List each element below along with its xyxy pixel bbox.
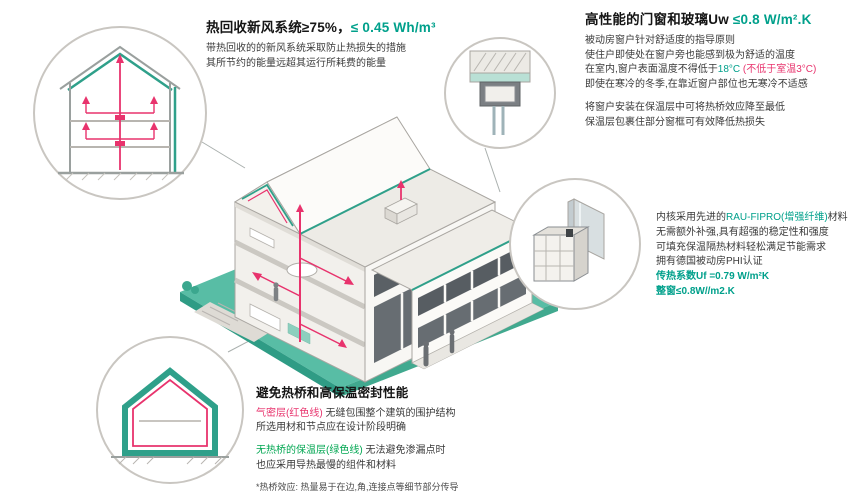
profile-section: 内核采用先进的RAU-FIPRO(增强纤维)材料 无需额外补强,具有超强的稳定性… <box>656 211 864 300</box>
thermal-section: 避免热桥和高保温密封性能 气密层(红色线) 无缝包围整个建筑的围护结构 所选用材… <box>256 386 601 492</box>
insulation-layer-rest: 无法避免渗漏点时 <box>362 445 446 457</box>
profile-description: 内核采用先进的RAU-FIPRO(增强纤维)材料 无需额外补强,具有超强的稳定性… <box>656 211 864 300</box>
isometric-house-illustration <box>180 116 562 397</box>
windows-section: 高性能的门窗和玻璃Uw ≤0.8 W/m².K 被动房窗户针对舒适度的指导原则 … <box>585 12 863 131</box>
ventilation-section: 热回收新风系统≥75%，≤ 0.45 Wh/m³ 带热回收的的新风系统采取防止热… <box>206 20 474 71</box>
window-profile-3d-icon <box>509 178 641 310</box>
ventilation-desc-line2: 其所节约的能量远超其运行所耗费的能量 <box>206 57 386 69</box>
people-figures <box>273 282 455 367</box>
thermal-envelope-detail-circle <box>95 335 245 485</box>
windows-desc-line4: 即使在寒冷的冬季,在靠近窗户部位也无寒冷不适感 <box>585 79 808 91</box>
thermal-title: 避免热桥和高保温密封性能 <box>256 386 409 400</box>
thermal-footnote: *热桥效应: 热量易于在边,角,连接点等细节部分传导 <box>256 481 459 492</box>
windows-title-value: ≤0.8 W/m².K <box>732 12 812 27</box>
house-cross-section-ventilation-icon <box>33 26 207 200</box>
thermal-line4: 也应采用导热最慢的组件和材料 <box>256 460 396 472</box>
profile-line1-pre: 内核采用先进的 <box>656 212 726 223</box>
windows-temp-pre: 在室内,窗户表面温度不得低于 <box>585 64 718 76</box>
insulation-layer-label: 无热桥的保温层(绿色线) <box>256 445 363 457</box>
windows-desc-line5: 将窗户安装在保温层中可将热桥效应降至最低 <box>585 102 785 114</box>
ventilation-description: 带热回收的的新风系统采取防止热损失的措施 其所节约的能量远超其运行所耗费的能量 <box>206 42 474 72</box>
thermal-airtight-line: 气密层(红色线) 无缝包围整个建筑的围护结构 <box>256 407 601 422</box>
ventilation-title: 热回收新风系统≥75%，≤ 0.45 Wh/m³ <box>206 20 474 37</box>
profile-line2: 无需额外补强,具有超强的稳定性和强度 <box>656 226 829 238</box>
profile-line1: 内核采用先进的RAU-FIPRO(增强纤维)材料 <box>656 211 864 226</box>
window-profile-detail-circle <box>508 177 642 311</box>
airtight-layer-rest: 无缝包围整个建筑的围护结构 <box>322 407 456 419</box>
thermal-description: 气密层(红色线) 无缝包围整个建筑的围护结构 所选用材和节点应在设计阶段明确 无… <box>256 407 601 492</box>
windows-desc-line6: 保温层包裹住部分窗框可有效降低热损失 <box>585 116 765 128</box>
ventilation-duct-lines <box>252 204 354 348</box>
windows-temp-value: 18°C <box>717 64 741 76</box>
profile-line4: 拥有德国被动房PHI认证 <box>656 256 763 268</box>
profile-line1-post: 材料 <box>827 212 848 223</box>
profile-brand: RAU-FIPRO(增强纤维) <box>726 212 828 223</box>
thermal-line2: 所选用材和节点应在设计阶段明确 <box>256 422 406 434</box>
right-wing <box>370 209 534 364</box>
thermal-insulation-line: 无热桥的保温层(绿色线) 无法避免渗漏点时 <box>256 444 601 459</box>
ventilation-title-main: 热回收新风系统≥75%， <box>206 20 351 35</box>
rooftop-hrv-unit <box>384 180 418 225</box>
ventilation-title-value: ≤ 0.45 Wh/m³ <box>350 20 436 35</box>
profile-u-value: 传热系数Uf =0.79 W/m²K <box>656 271 770 283</box>
windows-desc-line1: 被动房窗户针对舒适度的指导原则 <box>585 34 735 46</box>
airtight-layer-label: 气密层(红色线) <box>256 407 323 419</box>
window-section-detail-icon <box>444 37 556 149</box>
windows-title: 高性能的门窗和玻璃Uw ≤0.8 W/m².K <box>585 12 863 29</box>
profile-line3: 可填充保温隔热材料轻松满足节能需求 <box>656 241 826 253</box>
ventilation-desc-line1: 带热回收的的新风系统采取防止热损失的措施 <box>206 42 406 54</box>
windows-description: 被动房窗户针对舒适度的指导原则 使住户即使处在窗户旁也能感到极为舒适的温度 在室… <box>585 34 863 131</box>
profile-window-u-value: 整窗≤0.8W//m2.K <box>656 285 735 297</box>
thermal-envelope-house-icon <box>96 336 244 484</box>
windows-title-main: 高性能的门窗和玻璃Uw <box>585 12 733 27</box>
windows-desc-line2: 使住户即使处在窗户旁也能感到极为舒适的温度 <box>585 49 795 61</box>
windows-desc-line3: 在室内,窗户表面温度不得低于18°C (不低于室温3°C) <box>585 63 863 78</box>
window-installation-detail-circle <box>442 35 558 151</box>
front-deck <box>411 302 545 370</box>
windows-temp-note: (不低于室温3°C) <box>740 64 817 76</box>
ventilation-detail-circle <box>32 25 208 201</box>
